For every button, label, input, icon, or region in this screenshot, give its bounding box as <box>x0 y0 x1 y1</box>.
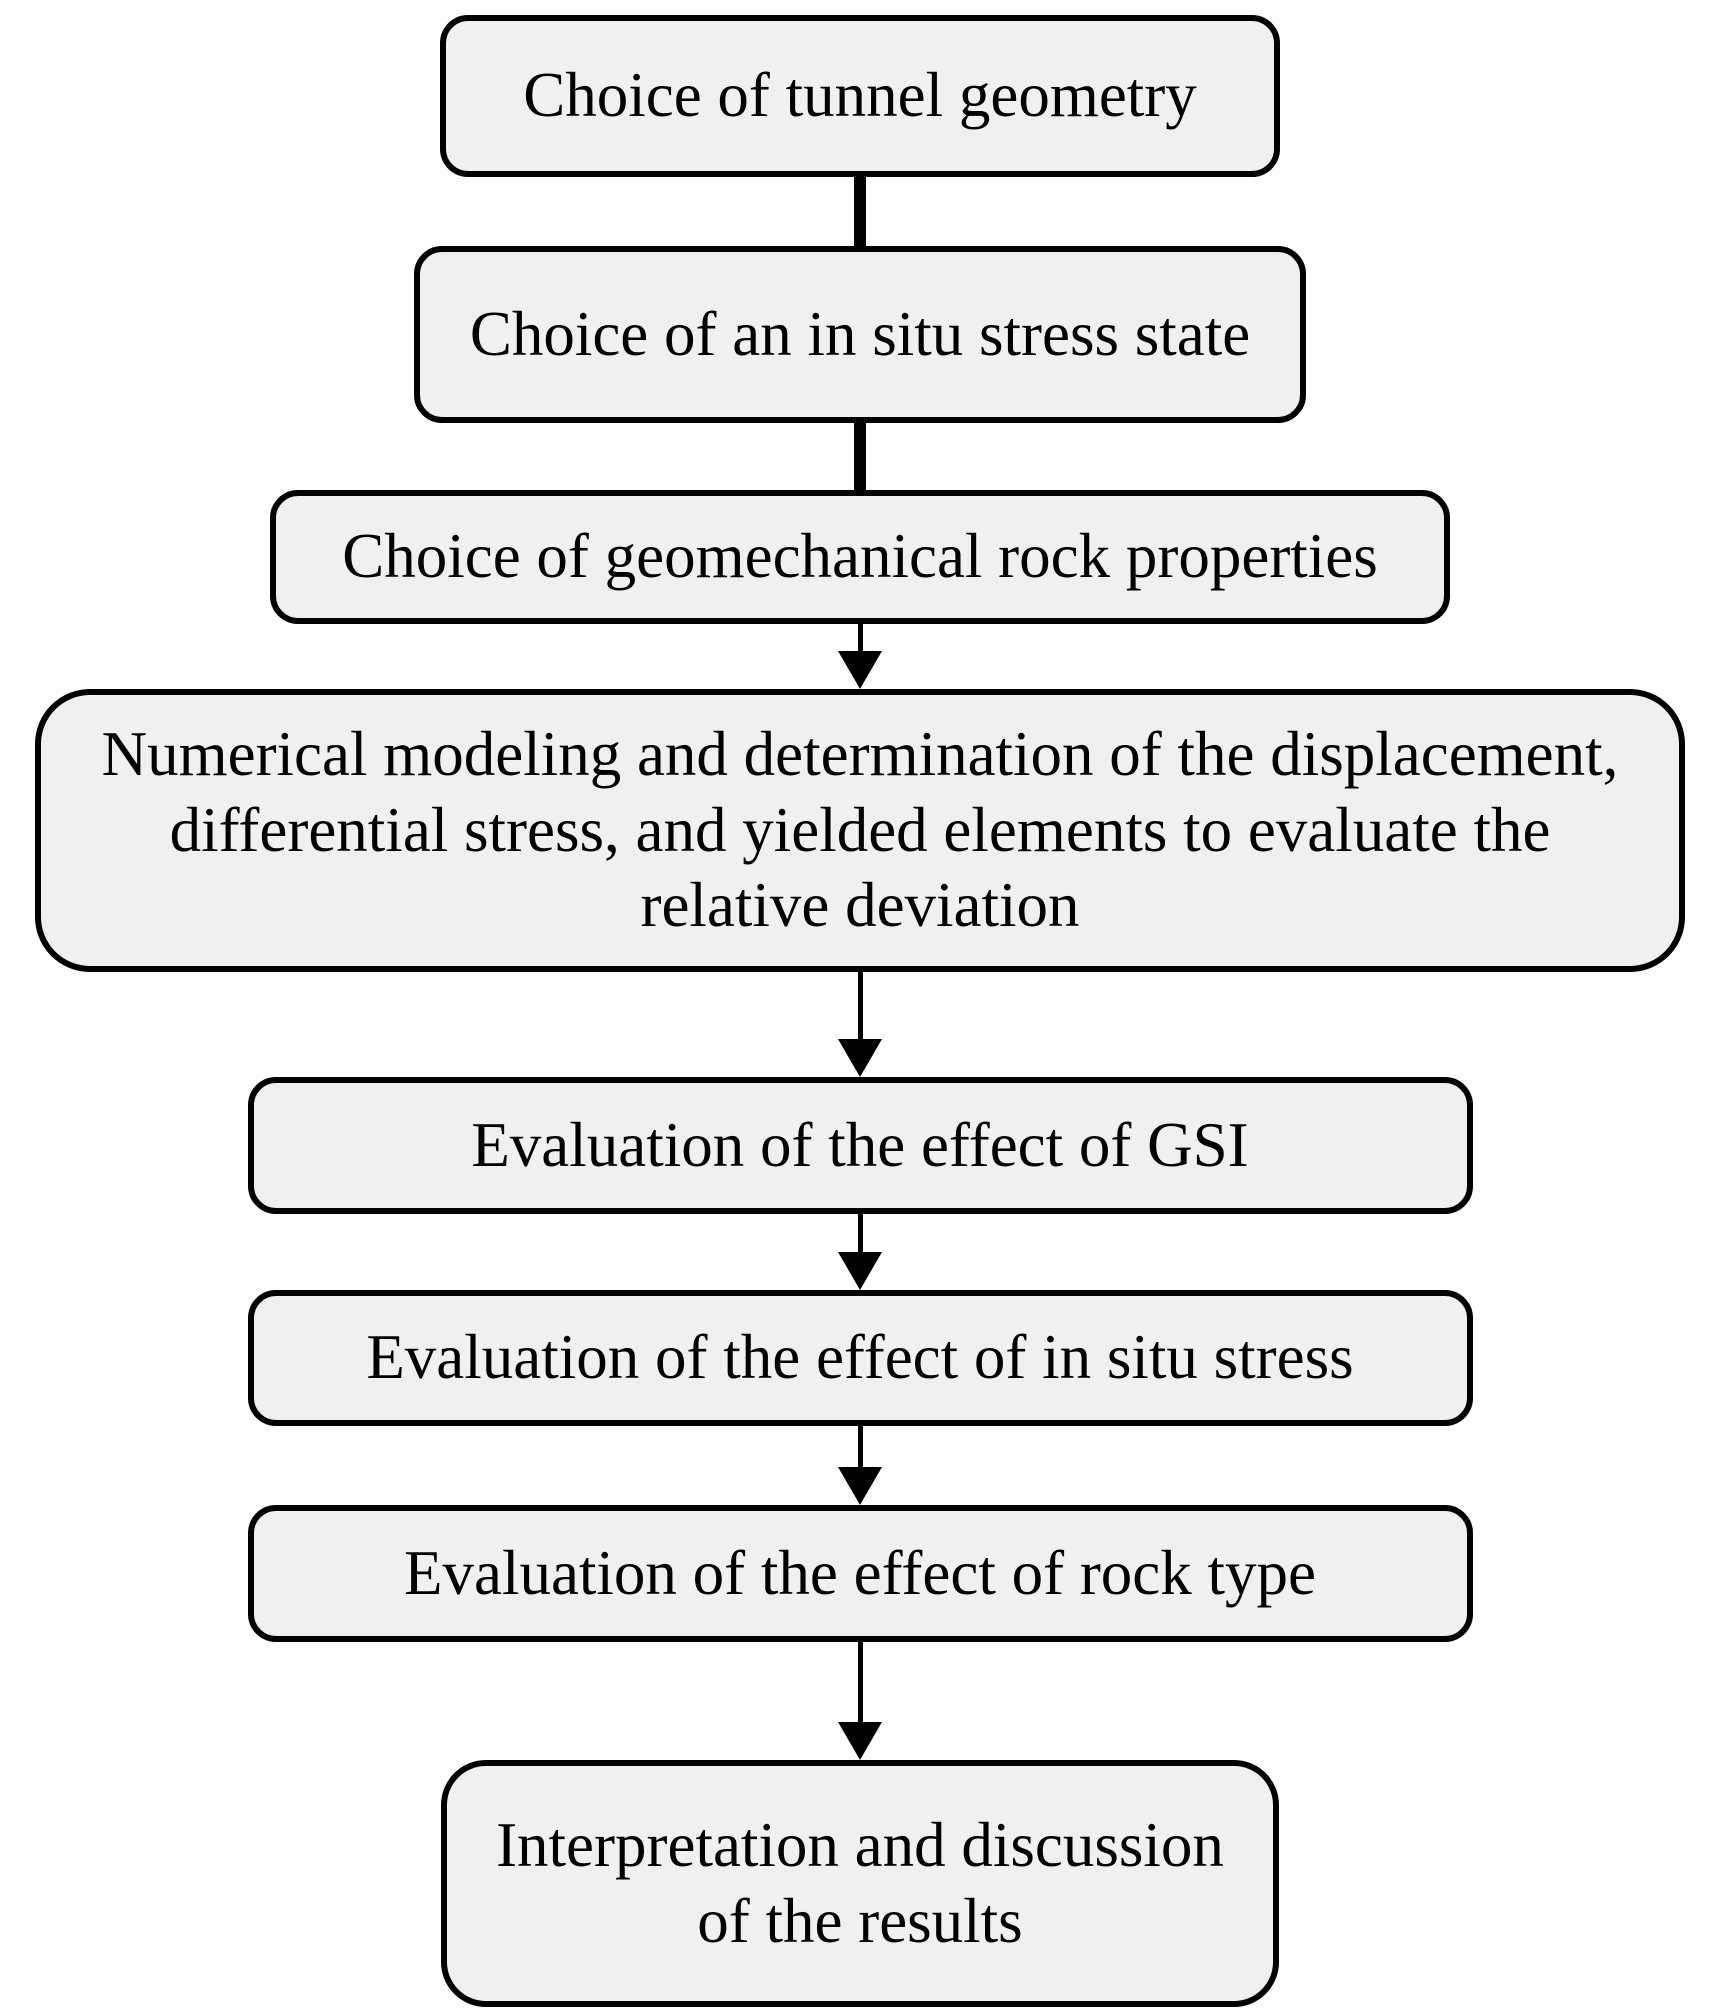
arrow-down-icon <box>838 651 882 689</box>
arrow-down-icon <box>838 1039 882 1077</box>
flow-step-effect-of-rock-type: Evaluation of the effect of rock type <box>247 1505 1473 1642</box>
arrow-stem <box>857 1426 863 1467</box>
connector-arrow-6-7 <box>838 1426 882 1505</box>
flow-step-interpretation-discussion: Interpretation and discussion of the res… <box>441 1760 1279 2007</box>
flow-step-label: Interpretation and discussion of the res… <box>496 1809 1224 1956</box>
flow-step-label: Choice of tunnel geometry <box>523 60 1197 131</box>
flow-step-label: Numerical modeling and determination of … <box>101 719 1619 941</box>
connector-arrow-4-5 <box>838 972 882 1077</box>
arrow-down-icon <box>838 1252 882 1290</box>
flow-step-label: Choice of an in situ stress state <box>469 298 1251 369</box>
flow-step-in-situ-stress-state: Choice of an in situ stress state <box>414 246 1306 423</box>
flow-step-rock-properties: Choice of geomechanical rock properties <box>270 490 1450 624</box>
flow-step-effect-of-in-situ-stress: Evaluation of the effect of in situ stre… <box>247 1290 1473 1426</box>
arrow-down-icon <box>838 1467 882 1505</box>
flow-step-label: Evaluation of the effect of rock type <box>404 1537 1316 1608</box>
flow-step-effect-of-gsi: Evaluation of the effect of GSI <box>247 1077 1473 1214</box>
connector-arrow-5-6 <box>838 1214 882 1290</box>
flow-step-tunnel-geometry: Choice of tunnel geometry <box>440 15 1280 177</box>
connector-arrow-3-4 <box>838 624 882 689</box>
flow-step-label: Choice of geomechanical rock properties <box>342 521 1378 592</box>
flow-step-label: Evaluation of the effect of GSI <box>471 1109 1249 1180</box>
flow-step-numerical-modeling: Numerical modeling and determination of … <box>35 689 1685 972</box>
arrow-down-icon <box>838 1722 882 1760</box>
connector-line-1-2 <box>854 177 866 246</box>
arrow-stem <box>857 1642 863 1722</box>
arrow-stem <box>857 972 863 1039</box>
arrow-stem <box>857 1214 863 1252</box>
connector-line-2-3 <box>854 423 866 490</box>
arrow-stem <box>857 624 863 651</box>
flow-step-label: Evaluation of the effect of in situ stre… <box>366 1322 1354 1393</box>
connector-arrow-7-8 <box>838 1642 882 1760</box>
